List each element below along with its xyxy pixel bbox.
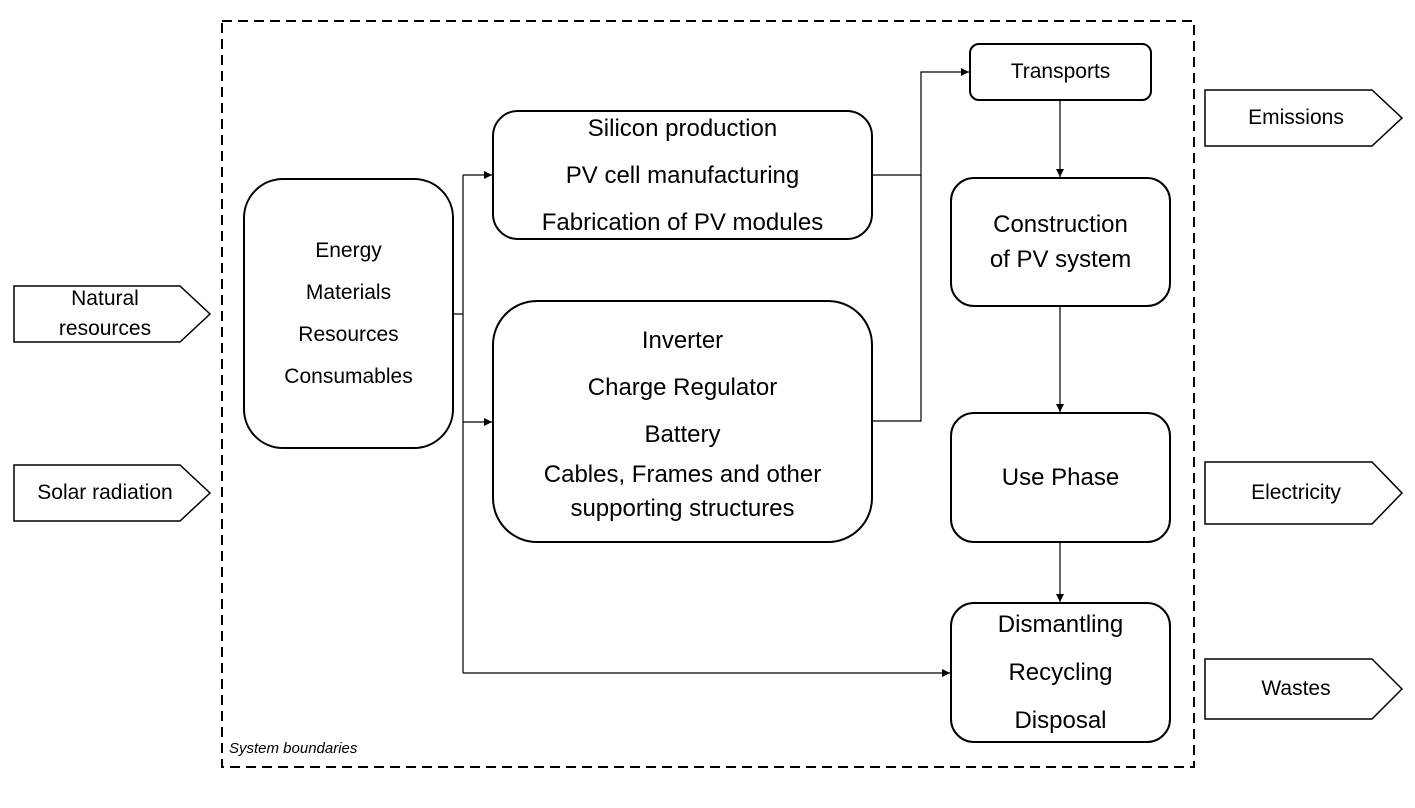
electricity-label: Electricity (1205, 462, 1387, 524)
emissions-label: Emissions (1205, 90, 1387, 146)
solar-radiation-arrow-shape (13, 464, 212, 522)
balance-of-system-block: Inverter Charge Regulator Battery Cables… (492, 300, 873, 543)
connector-modules-to-transports (873, 68, 969, 176)
charge-regulator: Charge Regulator (587, 374, 778, 401)
natural-resources-line-1: Natural (71, 287, 139, 310)
transports-block: Transports (969, 43, 1152, 101)
emissions-arrow-shape (1204, 89, 1404, 147)
natural-resources-arrow-shape (13, 285, 212, 343)
input-energy: Energy (315, 238, 382, 262)
construction-line-2: of PV system (989, 246, 1132, 273)
pv-module-fabrication: Fabrication of PV modules (541, 208, 824, 236)
system-boundary (221, 20, 1195, 768)
connector-bos-to-transports (873, 175, 922, 422)
electricity-text: Electricity (1251, 481, 1341, 504)
solar-radiation-label: Solar radiation (14, 465, 196, 521)
inverter: Inverter (641, 327, 724, 354)
disposal: Disposal (1014, 706, 1107, 734)
input-consumables: Consumables (284, 364, 413, 388)
input-materials: Materials (305, 280, 392, 304)
wastes-label: Wastes (1205, 659, 1387, 719)
emissions-text: Emissions (1248, 106, 1344, 129)
wastes-arrow-shape (1204, 658, 1404, 720)
use-phase-block: Use Phase (950, 412, 1171, 543)
natural-resources-label: Natural resources (14, 286, 196, 342)
natural-resources-line-2: resources (58, 317, 152, 340)
dismantling: Dismantling (997, 610, 1124, 638)
construction-block: Construction of PV system (950, 177, 1171, 307)
cables-frames: Cables, Frames and other (543, 461, 822, 488)
module-production-block: Silicon production PV cell manufacturing… (492, 110, 873, 240)
pv-cell-manufacturing: PV cell manufacturing (565, 161, 800, 189)
wastes-text: Wastes (1261, 677, 1331, 700)
input-resources: Resources (298, 322, 399, 346)
transports-text: Transports (1010, 60, 1111, 83)
supporting-structures: supporting structures (570, 495, 795, 522)
end-of-life-block: Dismantling Recycling Disposal (950, 602, 1171, 743)
input-block: Energy Materials Resources Consumables (243, 178, 454, 449)
battery: Battery (644, 421, 721, 448)
construction-line-1: Construction (993, 211, 1128, 238)
use-phase-text: Use Phase (1001, 463, 1120, 491)
solar-radiation-text: Solar radiation (37, 481, 173, 504)
recycling: Recycling (1008, 658, 1113, 686)
system-boundaries-label: System boundaries (229, 740, 358, 757)
silicon-production: Silicon production (587, 114, 778, 142)
electricity-arrow-shape (1204, 461, 1404, 525)
